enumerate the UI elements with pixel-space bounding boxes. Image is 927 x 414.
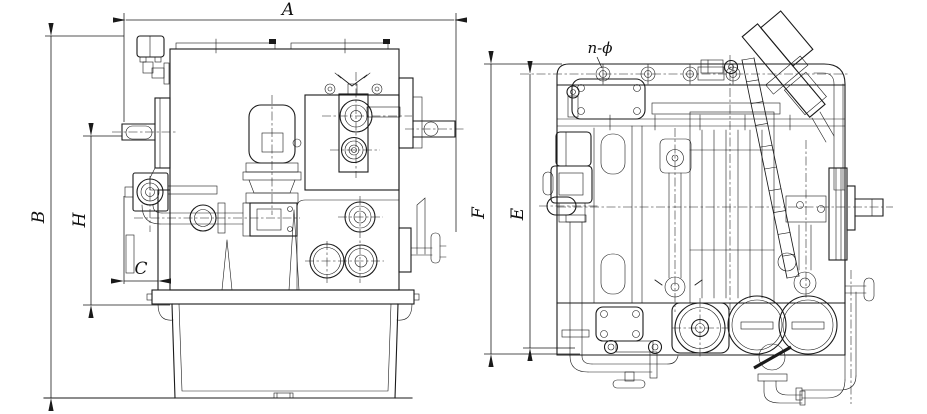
top-cover-rails: [175, 38, 390, 54]
left-drain-piping: [561, 214, 679, 389]
end-shaft: [820, 167, 893, 261]
internal-mechanism: [557, 55, 827, 312]
dimension-f-label: F: [469, 206, 489, 220]
bottom-pumps: [595, 295, 838, 358]
inclined-gauge: [741, 57, 800, 279]
side-valve: [398, 197, 447, 273]
dimension-b-label: B: [29, 211, 49, 225]
drain-valve: [753, 343, 806, 406]
dimension-a: A: [113, 0, 467, 284]
callout-n-phi: n-ϕ: [588, 39, 613, 69]
end-view: F E n-ϕ: [469, 10, 893, 406]
dimension-c: C: [111, 259, 171, 284]
dimension-c-label: C: [134, 259, 147, 279]
oil-pump-piping: [124, 172, 300, 237]
dimension-a-label: A: [280, 0, 294, 20]
flange-bolt-holes: [520, 63, 848, 85]
motor-assembly: [242, 95, 302, 215]
dimension-h-label: H: [70, 211, 90, 228]
dimension-e-label: E: [508, 207, 528, 221]
bearing-box: [304, 72, 412, 191]
dimension-h: H: [70, 123, 170, 318]
side-view-machine: [43, 35, 464, 399]
dimension-b: B: [29, 23, 124, 411]
breather-fitting: [136, 35, 170, 85]
side-view: A B H C: [29, 0, 467, 411]
inspection-covers: [305, 196, 384, 283]
left-fittings: [539, 85, 600, 223]
output-shaft-right: [398, 77, 464, 149]
base-pedestal: [43, 289, 420, 399]
end-view-machine: [520, 10, 893, 406]
tilted-top-assembly: [700, 10, 835, 143]
dimension-e: E: [508, 61, 575, 361]
main-housing: [125, 48, 400, 291]
bolt-hole-callout-label: n-ϕ: [588, 39, 613, 57]
access-cover: [571, 78, 646, 120]
